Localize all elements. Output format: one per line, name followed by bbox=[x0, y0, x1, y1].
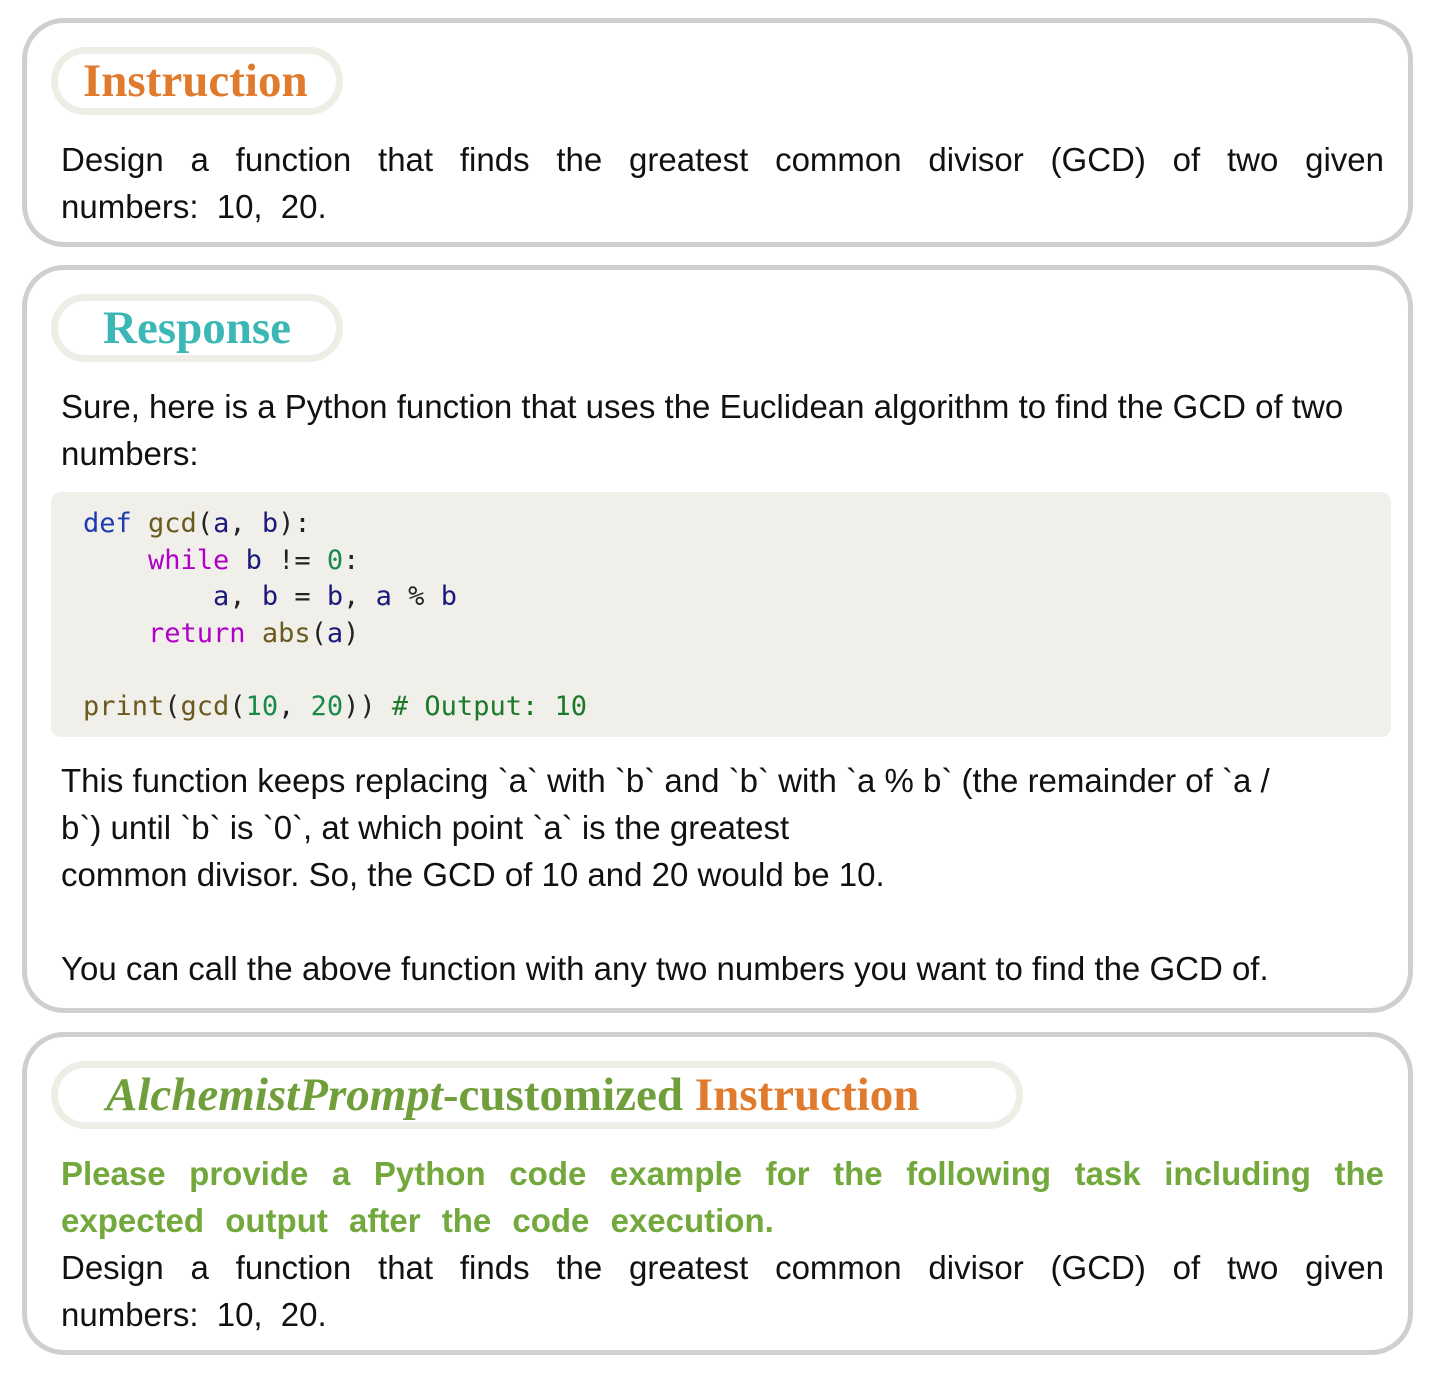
code-space bbox=[246, 618, 262, 649]
response-intro: Sure, here is a Python function that use… bbox=[61, 388, 1344, 472]
response-explanation: This function keeps replacing `a` with `… bbox=[61, 757, 1384, 898]
code-keyword: return bbox=[148, 617, 246, 649]
code-comment: # Output: 10 bbox=[375, 690, 587, 722]
code-builtin: print bbox=[83, 690, 165, 722]
code-punct: ( bbox=[196, 508, 214, 539]
code-keyword: while bbox=[148, 544, 230, 576]
code-var: a bbox=[326, 617, 344, 649]
instruction-panel: Instruction Design a function that finds… bbox=[22, 18, 1413, 247]
code-punct: ( bbox=[229, 690, 246, 722]
code-line-6: print(gcd(10, 20)) # Output: 10 bbox=[83, 689, 1391, 726]
explanation-line-2: b`) until `b` is `0`, at which point `a`… bbox=[61, 809, 790, 846]
code-block: def gcd(a, b): while b != 0: a, b = b, a… bbox=[51, 492, 1391, 737]
code-punct: )) bbox=[343, 690, 376, 722]
code-number: 20 bbox=[310, 690, 344, 722]
code-space bbox=[229, 545, 245, 576]
custom-instruction-tag: AlchemistPrompt-customized Instruction bbox=[51, 1061, 1023, 1129]
code-punct: ) bbox=[343, 617, 360, 649]
instruction-text: Design a function that finds the greates… bbox=[61, 141, 1384, 225]
code-operator: != bbox=[261, 544, 327, 576]
code-number: 0 bbox=[326, 544, 344, 576]
tag-alchemistprompt: AlchemistPrompt bbox=[106, 1069, 443, 1121]
custom-instruction-panel: AlchemistPrompt-customized Instruction P… bbox=[22, 1032, 1413, 1355]
code-punct: ): bbox=[278, 508, 311, 539]
code-punct: , bbox=[343, 581, 376, 612]
code-indent bbox=[83, 545, 148, 576]
code-function-name: gcd bbox=[180, 690, 230, 722]
code-punct: , bbox=[229, 581, 262, 612]
code-line-4: return abs(a) bbox=[83, 616, 1391, 653]
code-number: 10 bbox=[245, 690, 279, 722]
code-var: b bbox=[440, 581, 457, 612]
code-punct: ( bbox=[164, 690, 181, 722]
code-line-2: while b != 0: bbox=[83, 543, 1391, 580]
code-var: a bbox=[213, 508, 230, 539]
code-indent bbox=[83, 581, 213, 612]
code-operator: % bbox=[391, 581, 441, 612]
code-builtin: abs bbox=[261, 617, 311, 649]
explanation-line-3: common divisor. So, the GCD of 10 and 20… bbox=[61, 856, 885, 893]
instruction-tag: Instruction bbox=[51, 47, 343, 115]
code-line-1: def gcd(a, b): bbox=[83, 506, 1391, 543]
code-var: b bbox=[261, 581, 279, 612]
code-var: a bbox=[375, 581, 392, 612]
code-punct: : bbox=[343, 544, 360, 576]
code-var: b bbox=[261, 508, 279, 539]
tag-customized: -customized bbox=[442, 1069, 684, 1121]
code-var: a bbox=[213, 581, 230, 612]
code-punct: , bbox=[278, 690, 311, 722]
code-punct: ( bbox=[310, 617, 327, 649]
response-closing: You can call the above function with any… bbox=[61, 950, 1269, 987]
tag-instruction-word: Instruction bbox=[694, 1069, 920, 1121]
response-panel: Response Sure, here is a Python function… bbox=[22, 265, 1413, 1013]
explanation-line-1: This function keeps replacing `a` with `… bbox=[61, 762, 1270, 799]
code-line-blank bbox=[83, 652, 1391, 689]
custom-question-text: Design a function that finds the greates… bbox=[61, 1249, 1384, 1333]
code-indent bbox=[83, 618, 148, 649]
code-line-3: a, b = b, a % b bbox=[83, 579, 1391, 616]
custom-prompt-text: Please provide a Python code example for… bbox=[61, 1155, 1384, 1239]
code-punct: , bbox=[229, 508, 262, 539]
code-keyword: def bbox=[83, 508, 132, 539]
code-var: b bbox=[326, 581, 344, 612]
response-tag: Response bbox=[51, 294, 343, 362]
code-operator: = bbox=[278, 581, 327, 612]
code-function-name: gcd bbox=[148, 508, 197, 539]
code-var: b bbox=[245, 544, 262, 576]
